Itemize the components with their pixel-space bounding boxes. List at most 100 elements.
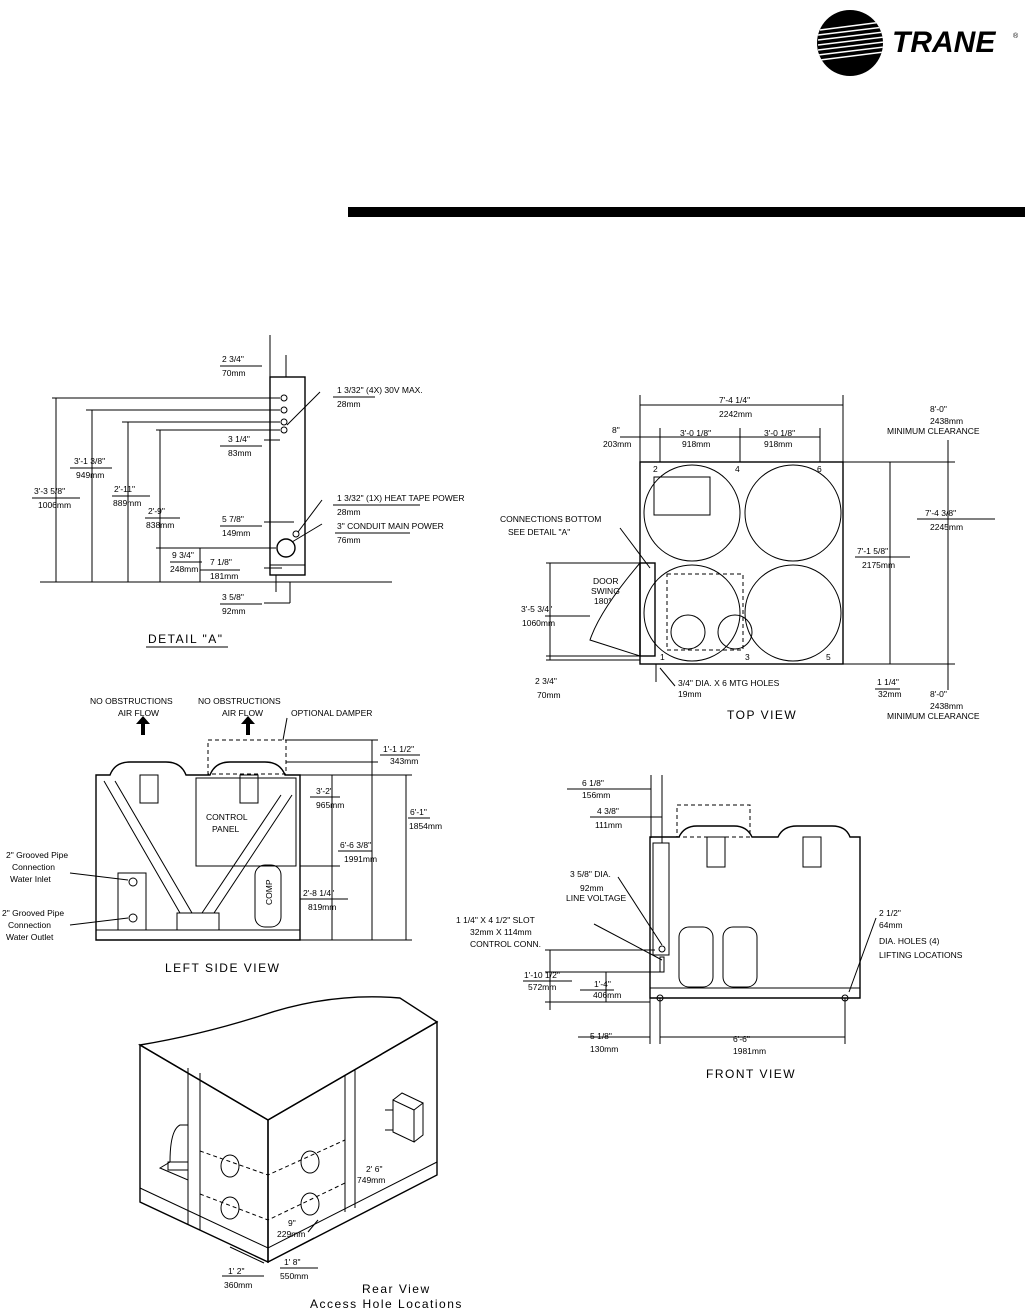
- fv-cabinet: [649, 825, 861, 999]
- airflow-arrow-icon: [136, 716, 150, 735]
- tv-n6: 6: [817, 464, 822, 474]
- tv-width: 7'-4 1/4": [719, 395, 750, 405]
- fv-w2-mm: 1981mm: [733, 1046, 766, 1056]
- da-2-3-4-mm: 70mm: [222, 368, 246, 378]
- tv-d2-3-4: 2 3/4": [535, 676, 557, 686]
- tv-span2-mm: 918mm: [764, 439, 792, 449]
- da-3-5-8: 3 5/8": [222, 592, 244, 602]
- header-rule: [348, 207, 1025, 217]
- lsv-inlet-line2: Connection: [12, 862, 55, 872]
- fv-lift-mm: 64mm: [879, 920, 903, 930]
- tv-conn-line2: SEE DETAIL "A": [508, 527, 570, 537]
- globe-icon: [817, 10, 883, 76]
- lsv-air-2: AIR FLOW: [222, 708, 263, 718]
- fv-w2: 6'-6": [733, 1034, 750, 1044]
- da-note-1x: 1 3/32" (1X) HEAT TAPE POWER: [337, 493, 465, 503]
- fv-slot: 1 1/4" X 4 1/2" SLOT: [456, 915, 535, 925]
- rv-d2-mm: 229mm: [277, 1229, 305, 1239]
- tv-depth-inner: 7'-1 5/8": [857, 546, 888, 556]
- front-view-title: FRONT VIEW: [706, 1067, 796, 1081]
- lsv-damper: OPTIONAL DAMPER: [291, 708, 372, 718]
- fv-h1-mm: 572mm: [528, 982, 556, 992]
- lsv-d1-mm: 343mm: [390, 756, 418, 766]
- top-view-title: TOP VIEW: [727, 708, 797, 722]
- da-note-4x: 1 3/32" (4X) 30V MAX.: [337, 385, 423, 395]
- tv-door: 3'-5 3/4": [521, 604, 552, 614]
- fv-lift-line1: DIA. HOLES (4): [879, 936, 940, 946]
- lsv-air-1: AIR FLOW: [118, 708, 159, 718]
- da-3-3-5-8-mm: 1006mm: [38, 500, 71, 510]
- registered-mark: ®: [1013, 32, 1019, 40]
- lsv-outlet-line1: 2" Grooved Pipe: [2, 908, 64, 918]
- da-3-1-4: 3 1/4": [228, 434, 250, 444]
- da-note-conduit: 3" CONDUIT MAIN POWER: [337, 521, 444, 531]
- rear-view-title-line1: Rear View: [362, 1282, 431, 1296]
- tv-d8: 8": [612, 425, 620, 435]
- rv-d2: 9": [288, 1218, 296, 1228]
- fv-slot-mm: 32mm X 114mm: [470, 927, 532, 937]
- lsv-d1: 1'-1 1/2": [383, 744, 414, 754]
- tv-holes-mm: 19mm: [678, 689, 702, 699]
- fv-d1-mm: 156mm: [582, 790, 610, 800]
- da-7-1-8-mm: 181mm: [210, 571, 238, 581]
- fv-lift-line2: LIFTING LOCATIONS: [879, 950, 963, 960]
- da-9-3-4: 9 3/4": [172, 550, 194, 560]
- da-3-1-3-8: 3'-1 3/8": [74, 456, 105, 466]
- da-2-11: 2'-11": [114, 484, 135, 494]
- detail-a: 2 3/4" 70mm 1 3/32" (4X) 30V MAX. 28mm 3…: [32, 335, 465, 648]
- tv-depth-outer-mm: 2245mm: [930, 522, 963, 532]
- da-2-11-mm: 889mm: [113, 498, 141, 508]
- tv-span2: 3'-0 1/8": [764, 428, 795, 438]
- tv-span1: 3'-0 1/8": [680, 428, 711, 438]
- detail-a-title: DETAIL "A": [148, 632, 224, 646]
- lsv-d5: 2'-8 1/4": [303, 888, 334, 898]
- front-view: 6 1/8" 156mm 4 3/8" 111mm 3 5/8" DIA. 92…: [456, 775, 963, 1081]
- lsv-no-obs-2: NO OBSTRUCTIONS: [198, 696, 281, 706]
- lsv-inlet-line1: 2" Grooved Pipe: [6, 850, 68, 860]
- trane-logo: TRANE ®: [817, 10, 1019, 76]
- tv-span1-mm: 918mm: [682, 439, 710, 449]
- lsv-control-panel: [195, 777, 297, 867]
- tv-n2: 2: [653, 464, 658, 474]
- lsv-d2: 6'-1": [410, 807, 427, 817]
- lsv-d4-mm: 1991mm: [344, 854, 377, 864]
- fv-h2-mm: 406mm: [593, 990, 621, 1000]
- rv-top: [137, 996, 439, 1121]
- tv-n3: 3: [745, 652, 750, 662]
- detail-a-panel: [269, 376, 306, 576]
- fv-lift: 2 1/2": [879, 908, 901, 918]
- tv-conn-line1: CONNECTIONS BOTTOM: [500, 514, 601, 524]
- lsv-outlet-line3: Water Outlet: [6, 932, 54, 942]
- lsv-d3-mm: 965mm: [316, 800, 344, 810]
- da-note-conduit-mm: 76mm: [337, 535, 361, 545]
- fv-compressor-2: [722, 926, 758, 988]
- tv-clear-top-label: MINIMUM CLEARANCE: [887, 426, 980, 436]
- fv-slot-label: CONTROL CONN.: [470, 939, 541, 949]
- tv-d2-3-4-mm: 70mm: [537, 690, 561, 700]
- da-5-7-8: 5 7/8": [222, 514, 244, 524]
- fv-w1: 5 1/8": [590, 1031, 612, 1041]
- lsv-control-line2: PANEL: [212, 824, 240, 834]
- rv-left-face: [139, 1043, 269, 1264]
- lsv-d4: 6'-6 3/8": [340, 840, 371, 850]
- rear-view: 2' 6" 749mm 9" 229mm 1' 2" 360mm 1' 8" 5…: [137, 996, 463, 1311]
- rear-view-title-line2: Access Hole Locations: [310, 1297, 463, 1311]
- tv-clear-bot-label: MINIMUM CLEARANCE: [887, 711, 980, 721]
- left-side-view: NO OBSTRUCTIONS AIR FLOW NO OBSTRUCTIONS…: [2, 696, 442, 975]
- fv-d1: 6 1/8": [582, 778, 604, 788]
- da-3-3-5-8: 3'-3 5/8": [34, 486, 65, 496]
- tv-width-mm: 2242mm: [719, 409, 752, 419]
- top-view: 7'-4 1/4" 2242mm 8'-0" 2438mm MINIMUM CL…: [500, 395, 995, 722]
- lsv-d2-mm: 1854mm: [409, 821, 442, 831]
- lsv-inlet-line3: Water Inlet: [10, 874, 51, 884]
- rv-d4: 1' 8": [284, 1257, 300, 1267]
- rv-d3-mm: 360mm: [224, 1280, 252, 1290]
- fv-dia-mm: 92mm: [580, 883, 604, 893]
- fv-h2: 1'-4": [594, 979, 611, 989]
- tv-depth-outer: 7'-4 3/8": [925, 508, 956, 518]
- tv-door-line1: DOOR: [593, 576, 619, 586]
- tv-clear-bot: 8'-0": [930, 689, 947, 699]
- lsv-control-line1: CONTROL: [206, 812, 248, 822]
- da-3-5-8-mm: 92mm: [222, 606, 246, 616]
